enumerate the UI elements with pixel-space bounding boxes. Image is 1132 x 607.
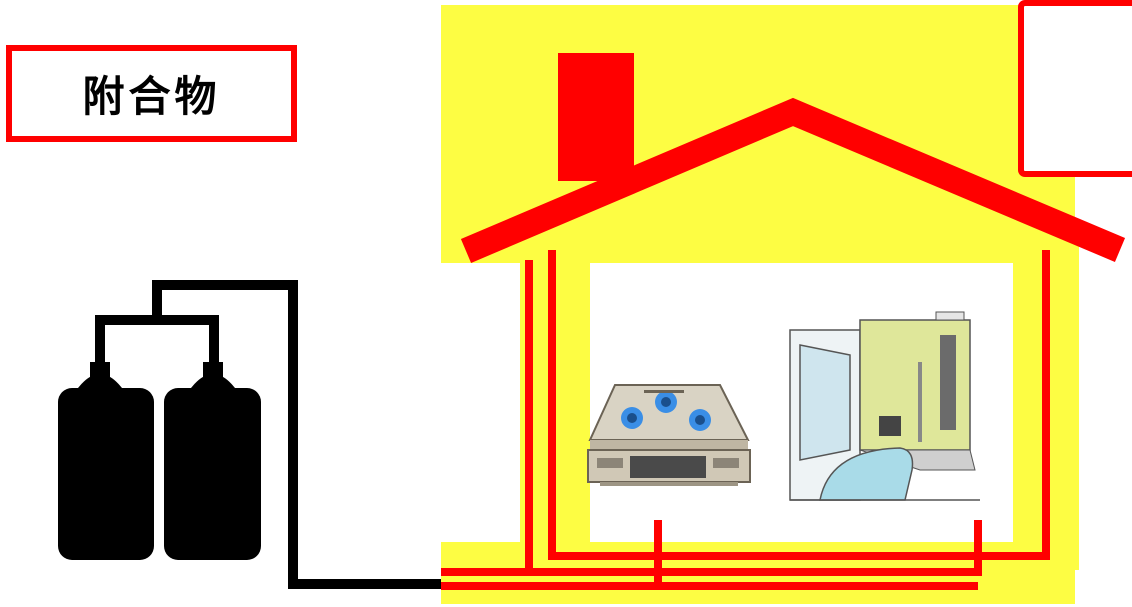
floor-pipe bbox=[441, 520, 982, 576]
cylinder-left bbox=[58, 362, 154, 560]
bathroom-icon bbox=[789, 311, 980, 501]
inner-pipe-loop bbox=[548, 250, 1050, 560]
highlight-regions bbox=[441, 5, 1079, 604]
cylinder-right bbox=[164, 362, 261, 560]
label-box: 附合物 bbox=[6, 45, 297, 142]
roof bbox=[460, 97, 1126, 263]
left-outer-pipe bbox=[441, 260, 533, 576]
partial-label-box bbox=[1018, 0, 1132, 177]
gas-cylinder-icon bbox=[58, 362, 261, 560]
red-pipes bbox=[441, 250, 1050, 590]
chimney bbox=[558, 53, 634, 181]
gas-stove-icon bbox=[587, 384, 751, 486]
label-text: 附合物 bbox=[82, 72, 221, 121]
gas-line bbox=[95, 280, 441, 589]
